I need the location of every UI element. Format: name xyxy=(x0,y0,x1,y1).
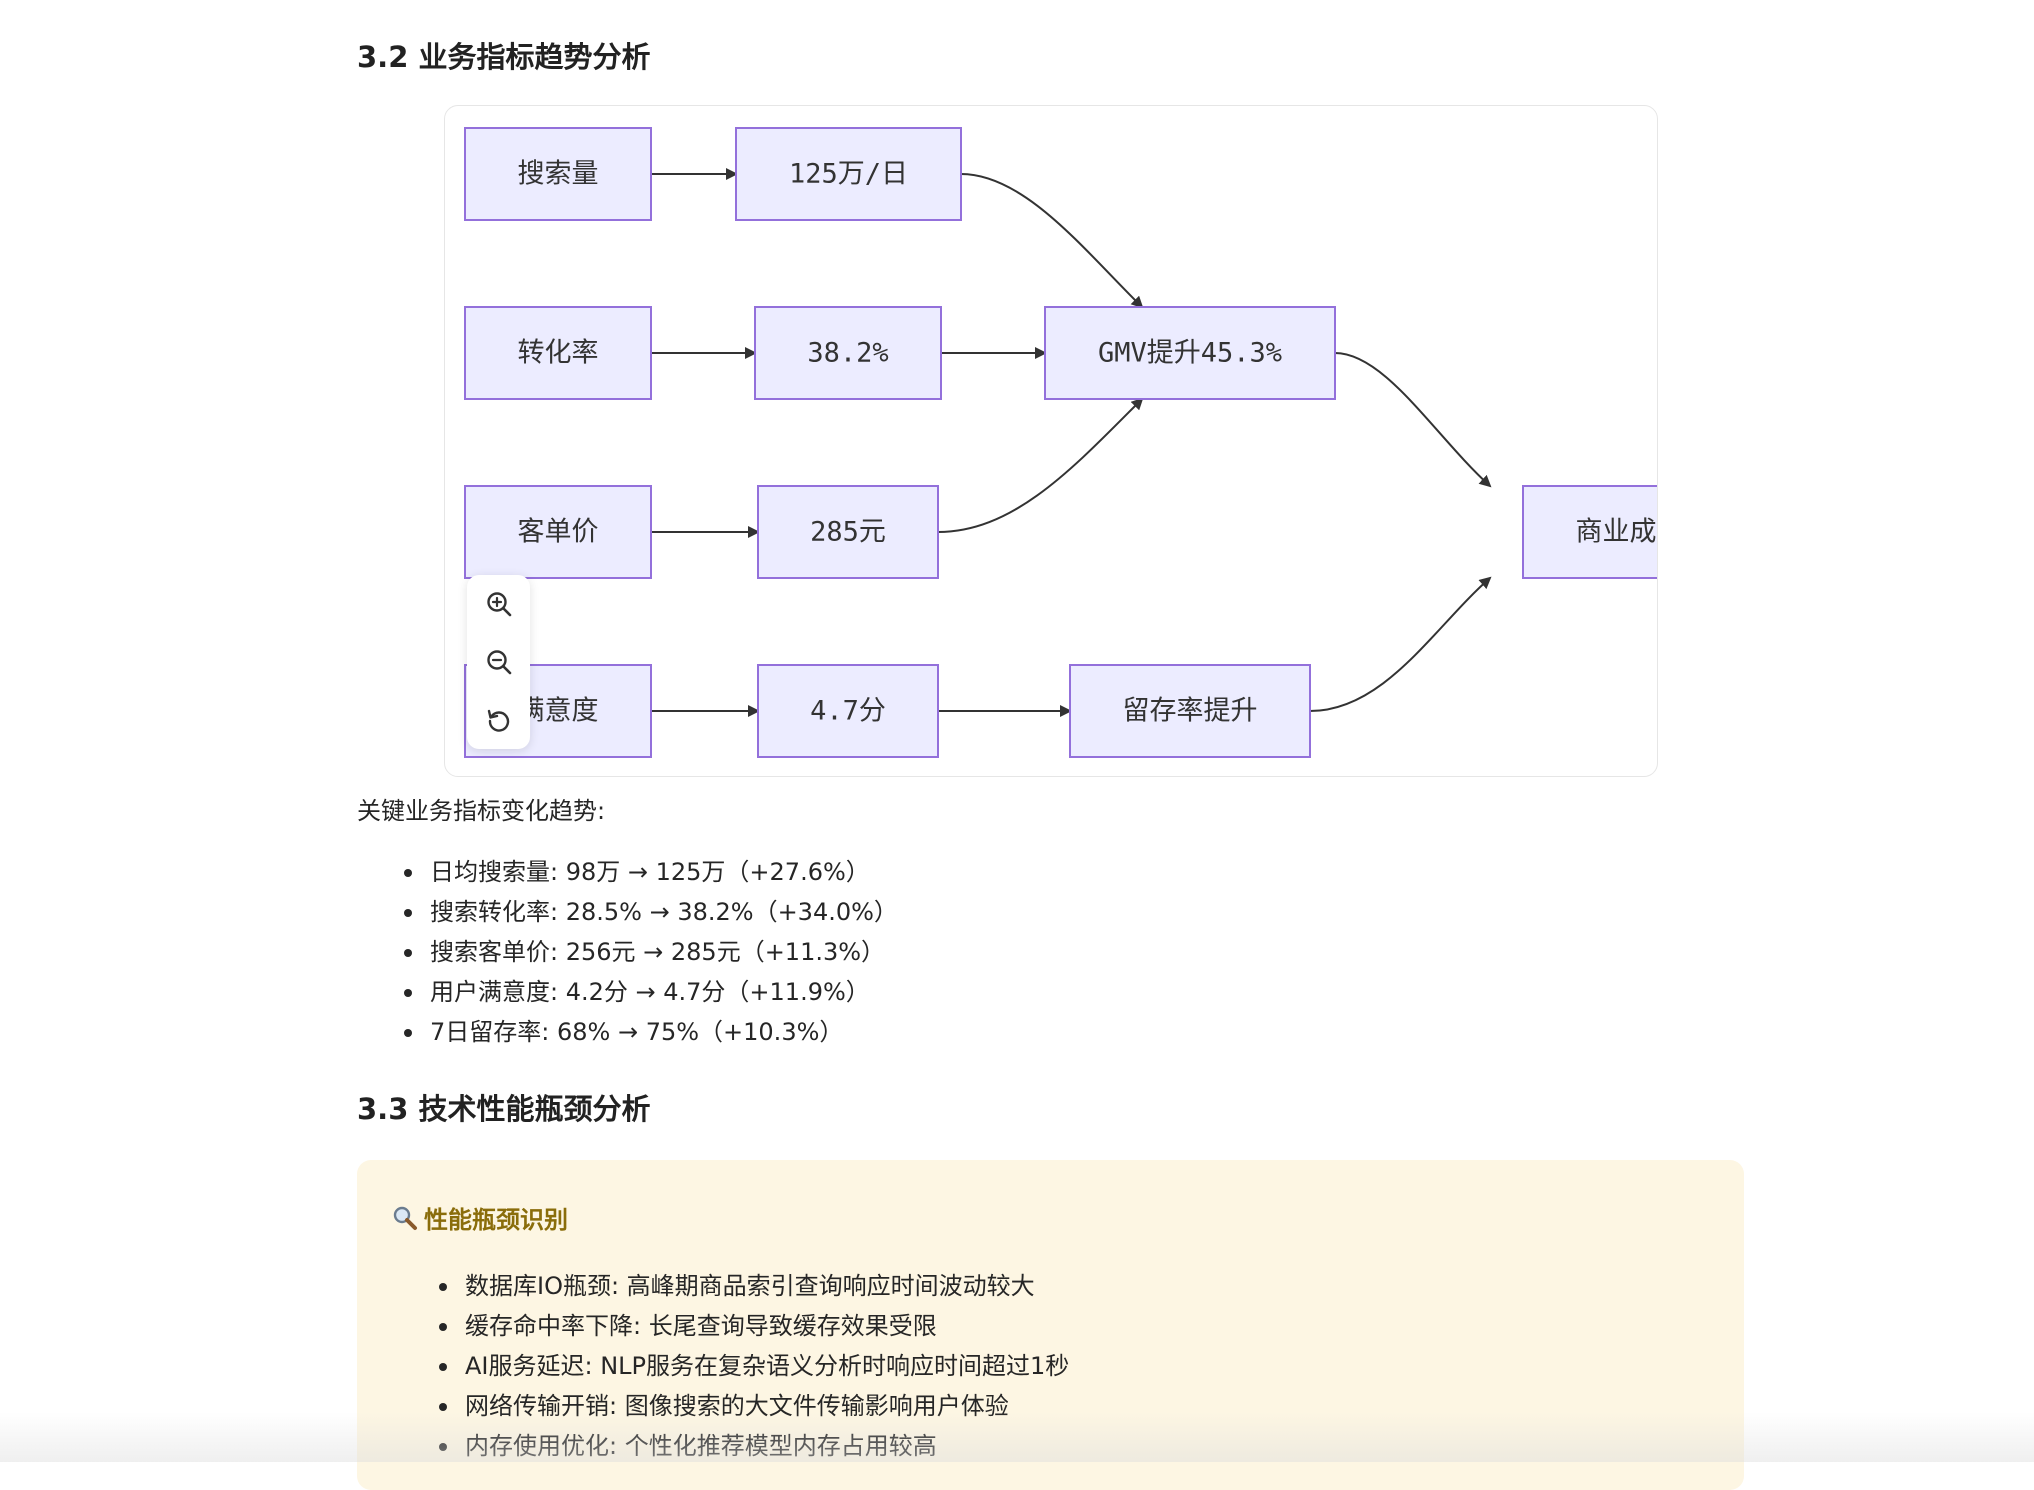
node-box xyxy=(464,485,652,579)
callout-list: 数据库IO瓶颈: 高峰期商品索引查询响应时间波动较大 缓存命中率下降: 长尾查询… xyxy=(436,1266,1069,1466)
list-item: 搜索转化率: 28.5% → 38.2%（+34.0%） xyxy=(401,892,898,932)
callout-title: 性能瓶颈识别 xyxy=(392,1200,568,1235)
list-item: 内存使用优化: 个性化推荐模型内存占用较高 xyxy=(436,1426,1069,1466)
node-label: 38.2% xyxy=(807,338,888,369)
list-item: 网络传输开销: 图像搜索的大文件传输影响用户体验 xyxy=(436,1386,1069,1426)
node-avg-price-value: 285元 xyxy=(757,485,939,579)
node-box xyxy=(1522,485,1657,579)
list-item: AI服务延迟: NLP服务在复杂语义分析时响应时间超过1秒 xyxy=(436,1346,1069,1386)
node-box xyxy=(1044,306,1336,400)
node-label: 搜索量 xyxy=(518,159,599,190)
edge-search-value-to-gmv xyxy=(960,173,1144,309)
node-search-value: 125万/日 xyxy=(735,127,962,221)
node-box xyxy=(757,664,939,758)
magnifier-icon xyxy=(393,1206,417,1230)
reset-icon xyxy=(487,709,509,732)
list-item: 日均搜索量: 98万 → 125万（+27.6%） xyxy=(401,852,898,892)
node-label: 留存率提升 xyxy=(1123,696,1258,727)
list-item: 数据库IO瓶颈: 高峰期商品索引查询响应时间波动较大 xyxy=(436,1266,1069,1306)
performance-bottleneck-callout: 性能瓶颈识别 数据库IO瓶颈: 高峰期商品索引查询响应时间波动较大 缓存命中率下… xyxy=(357,1160,1744,1490)
zoom-in-button[interactable] xyxy=(467,575,530,633)
node-box xyxy=(754,306,942,400)
node-box xyxy=(735,127,962,221)
zoom-out-icon xyxy=(486,650,511,675)
node-box xyxy=(757,485,939,579)
list-item: 用户满意度: 4.2分 → 4.7分（+11.9%） xyxy=(401,972,898,1012)
node-search-volume: 搜索量 xyxy=(464,127,652,221)
flowchart-edges xyxy=(651,168,1492,717)
section-heading-3-2: 3.2 业务指标趋势分析 xyxy=(357,40,651,74)
node-conversion: 转化率 xyxy=(464,306,652,400)
node-retention: 留存率提升 xyxy=(1069,664,1311,758)
node-box xyxy=(464,306,652,400)
callout-title-text: 性能瓶颈识别 xyxy=(424,1206,568,1234)
node-label: 满意度 xyxy=(518,696,599,727)
node-label: 商业成功 xyxy=(1576,517,1658,548)
section-heading-3-3: 3.3 技术性能瓶颈分析 xyxy=(357,1092,651,1126)
reset-view-button[interactable] xyxy=(467,691,530,749)
list-item: 缓存命中率下降: 长尾查询导致缓存效果受限 xyxy=(436,1306,1069,1346)
node-label: 转化率 xyxy=(518,338,599,369)
node-label: 4.7分 xyxy=(810,696,886,727)
node-label: GMV提升45.3% xyxy=(1098,338,1282,369)
edge-gmv-to-success xyxy=(1334,352,1492,488)
node-avg-price: 客单价 xyxy=(464,485,652,579)
node-box xyxy=(1069,664,1311,758)
list-item: 7日留存率: 68% → 75%（+10.3%） xyxy=(401,1012,898,1052)
trend-list: 日均搜索量: 98万 → 125万（+27.6%） 搜索转化率: 28.5% →… xyxy=(401,852,898,1052)
node-label: 285元 xyxy=(810,517,886,548)
node-label: 125万/日 xyxy=(789,159,908,190)
zoom-out-button[interactable] xyxy=(467,633,530,691)
zoom-toolbar xyxy=(467,575,530,749)
node-label: 客单价 xyxy=(518,517,599,548)
node-satisfaction-value: 4.7分 xyxy=(757,664,939,758)
node-success: 商业成功 xyxy=(1522,485,1658,579)
zoom-in-icon xyxy=(486,592,511,617)
list-item: 搜索客单价: 256元 → 285元（+11.3%） xyxy=(401,932,898,972)
node-box xyxy=(464,127,652,221)
node-conversion-value: 38.2% xyxy=(754,306,942,400)
edge-retention-to-success xyxy=(1309,576,1492,712)
edge-avg-price-value-to-gmv xyxy=(937,397,1144,533)
trend-intro: 关键业务指标变化趋势: xyxy=(357,797,606,825)
node-gmv: GMV提升45.3% xyxy=(1044,306,1336,400)
